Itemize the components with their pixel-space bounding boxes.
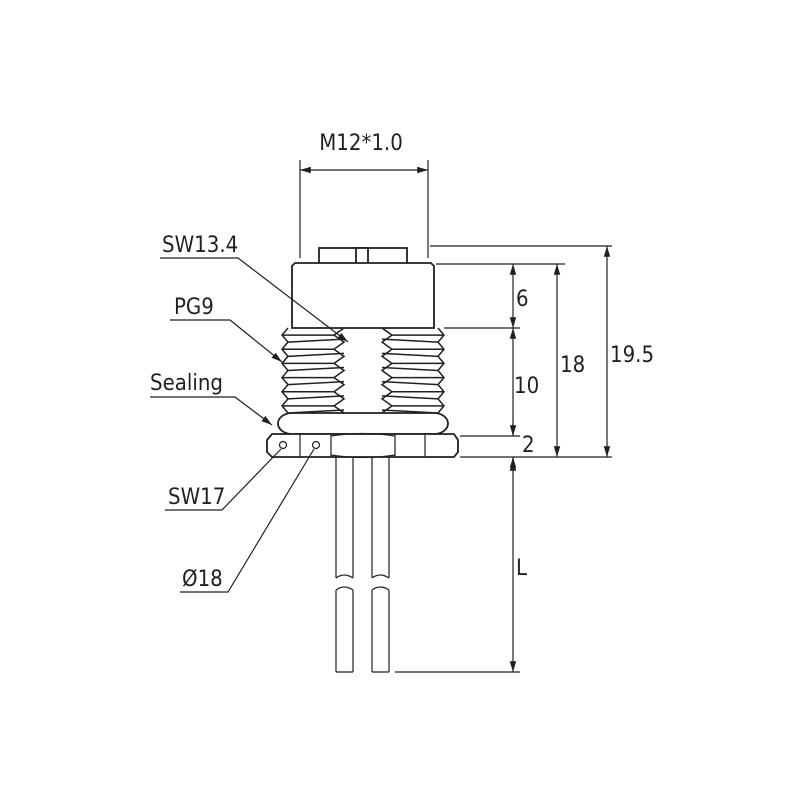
leader-lines <box>150 257 349 593</box>
hex-nut <box>266 432 459 459</box>
thread-crest <box>282 348 345 358</box>
thread-profile <box>437 327 445 414</box>
dim-19-5: 19.5 <box>610 343 654 368</box>
label-sw17: SW17 <box>168 485 225 510</box>
thread-crest <box>381 348 444 358</box>
dimension-m12 <box>299 160 429 258</box>
dim-10: 10 <box>514 374 539 399</box>
dim-6: 6 <box>516 287 529 312</box>
thread-crest <box>282 376 345 386</box>
dim-2: 2 <box>522 433 535 458</box>
thread-crest <box>381 334 444 343</box>
connector-body <box>291 262 435 329</box>
thread-crest <box>381 391 444 400</box>
connector-cap <box>318 247 408 265</box>
thread-crest <box>381 362 444 372</box>
thread-crest <box>282 391 345 400</box>
label-sw13-4: SW13.4 <box>162 233 238 258</box>
thread-crest <box>282 362 345 372</box>
extension-lines <box>395 245 612 673</box>
thread-crest <box>282 334 345 343</box>
label-sealing: Sealing <box>150 371 223 396</box>
label-o18: Ø18 <box>182 567 223 592</box>
wires <box>335 457 390 673</box>
thread-profile <box>281 327 289 414</box>
thread <box>281 327 445 414</box>
dim-l: L <box>516 556 527 581</box>
vertical-dimensions <box>509 246 611 672</box>
thread-profile <box>380 327 394 414</box>
label-m12: M12*1.0 <box>319 131 403 156</box>
label-pg9: PG9 <box>174 295 214 320</box>
thread-profile <box>332 327 346 414</box>
dim-18: 18 <box>560 353 585 378</box>
thread-crest <box>381 376 444 386</box>
sealing-ring <box>277 412 449 435</box>
